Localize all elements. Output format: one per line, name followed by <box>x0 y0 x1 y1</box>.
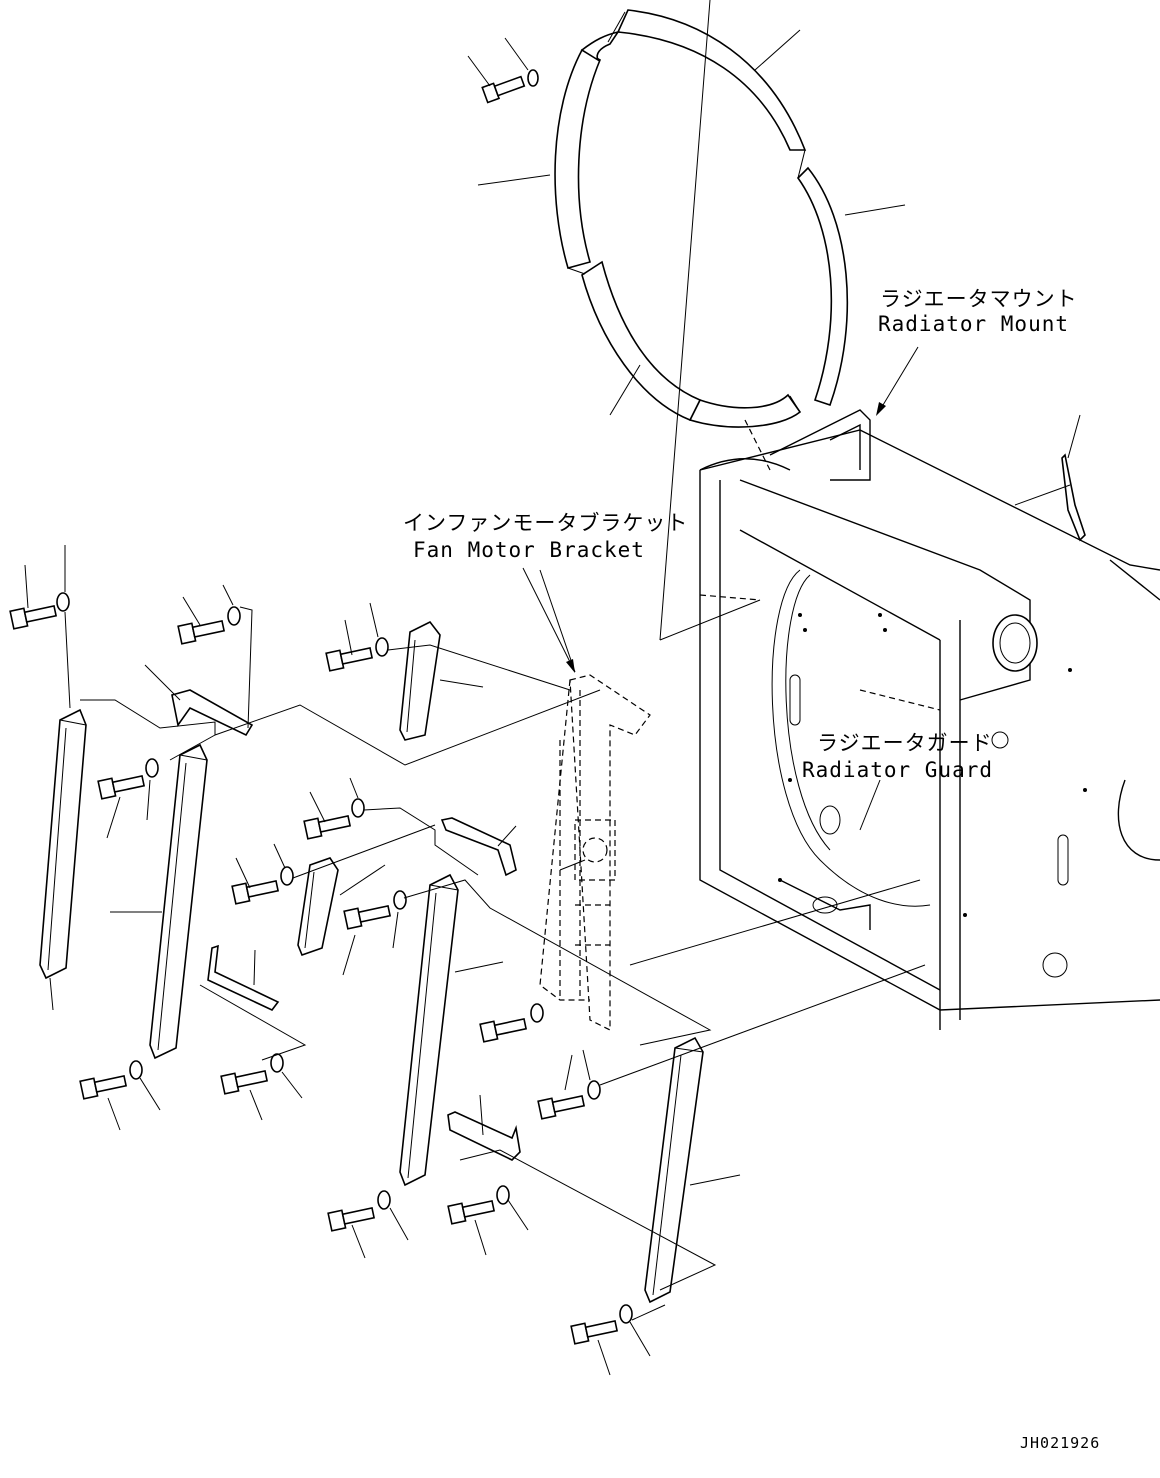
bracket-mid <box>440 817 517 877</box>
drawing-number: JH021926 <box>1020 1434 1100 1452</box>
short-guard-panel-top <box>399 620 441 741</box>
guard-panel-left-1 <box>39 708 87 980</box>
guard-panel-right <box>644 1036 704 1304</box>
radiator-mount-label-en: Radiator Mount <box>878 312 1069 336</box>
leader-lines <box>24 545 926 1376</box>
fan-motor-bracket-label-en: Fan Motor Bracket <box>413 538 645 562</box>
fan-motor-bracket <box>539 569 651 1031</box>
bracket-low-center <box>447 1111 521 1161</box>
guard-panel-center <box>399 873 459 1187</box>
guard-panel-left-2 <box>149 743 208 1060</box>
radiator-mount-label-jp: ラジエータマウント <box>880 287 1078 311</box>
fan-shroud-ring <box>467 0 906 641</box>
fasteners <box>9 592 633 1345</box>
radiator-guard-label-en: Radiator Guard <box>802 758 993 782</box>
callout-arrows <box>522 346 919 831</box>
radiator-guard-label-jp: ラジエータガード <box>817 731 993 755</box>
radiator-mount-frame <box>559 409 1160 1030</box>
bracket-top <box>171 689 254 737</box>
bracket-low-left <box>207 944 280 1012</box>
short-guard-panel-mid <box>297 857 339 957</box>
fan-motor-bracket-label-jp: インファンモータブラケット <box>403 511 688 535</box>
